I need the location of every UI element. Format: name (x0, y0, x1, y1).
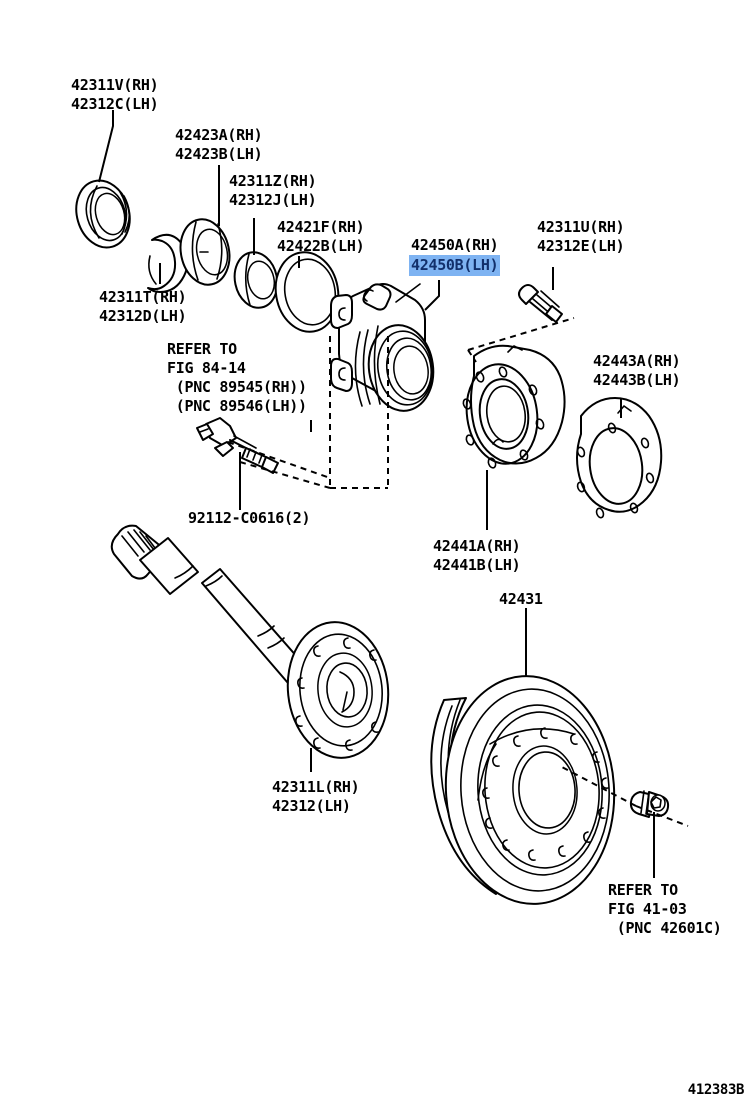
label-bearing: 42423A(RH)42423B(LH) (175, 126, 263, 163)
gasket-drawing (576, 397, 663, 519)
brake-disc-drawing (430, 675, 616, 905)
label-brake-disc: 42431 (499, 590, 543, 608)
label-snap-ring: 42311T(RH)42312D(LH) (99, 288, 187, 325)
oil-seal-outer-drawing (75, 179, 131, 249)
diagram-footer-code: 412383B (687, 1082, 745, 1098)
assembly-dashed-lines (227, 317, 689, 827)
axle-hub-drawing (330, 283, 435, 412)
inner-oil-seal-drawing (274, 251, 340, 333)
abs-sensor-drawing (196, 417, 279, 474)
label-hub-bolt: 42311U(RH)42312E(LH) (537, 218, 625, 255)
hub-bolt-drawing (518, 284, 563, 323)
label-sensor-bolt: 92112-C0616(2) (188, 509, 311, 527)
label-backing-plate: 42441A(RH)42441B(LH) (433, 537, 521, 574)
label-gasket: 42443A(RH)42443B(LH) (593, 352, 681, 389)
axle-shaft-drawing (110, 524, 390, 759)
label-axle-shaft: 42311L(RH)42312(LH) (272, 778, 360, 815)
label-inner-oil-seal: 42421F(RH)42422B(LH) (277, 218, 365, 255)
label-axle-hub-lh-highlighted[interactable]: 42450B(LH) (409, 255, 501, 276)
disc-bolt-drawing (629, 790, 670, 818)
label-oil-seal-outer: 42311V(RH)42312C(LH) (71, 76, 159, 113)
backing-plate-drawing (462, 344, 566, 469)
leader-lines (98, 110, 655, 878)
label-axle-hub-rh: 42450A(RH) (411, 236, 499, 254)
spacer-drawing (233, 251, 279, 309)
label-spacer: 42311Z(RH)42312J(LH) (229, 172, 317, 209)
bearing-drawing (179, 218, 231, 286)
